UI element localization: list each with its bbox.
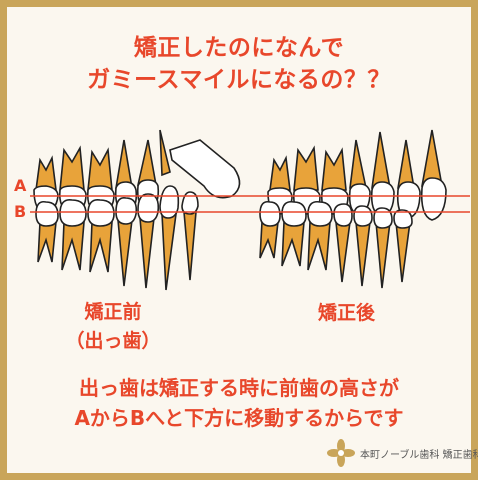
line-b-label: B (14, 202, 27, 221)
before-subtitle: （出っ歯） (65, 330, 161, 352)
line-a-label: A (14, 176, 27, 195)
upper-teeth-before (35, 129, 171, 191)
after-label: 矯正後 (318, 302, 376, 324)
title-line-2: ガミースマイルになるの？？ (87, 67, 391, 93)
clinic-name: 本町ノーブル歯科 矯正歯科 (360, 450, 478, 461)
title-line-1: 矯正したのになんで (133, 35, 345, 61)
clinic-logo-icon (327, 439, 355, 467)
upper-teeth-after (269, 129, 443, 191)
caption-line-2: AからBへと下方に移動するからです (74, 406, 404, 430)
lower-teeth-before (37, 211, 197, 291)
before-title: 矯正前 (84, 301, 142, 323)
lower-crowns-before (35, 185, 199, 227)
lower-crowns-after (259, 200, 413, 229)
before-label: 矯正前 （出っ歯） (58, 298, 168, 356)
caption-line-1: 出っ歯は矯正する時に前歯の高さが (79, 376, 399, 400)
lower-teeth-after (259, 221, 411, 289)
